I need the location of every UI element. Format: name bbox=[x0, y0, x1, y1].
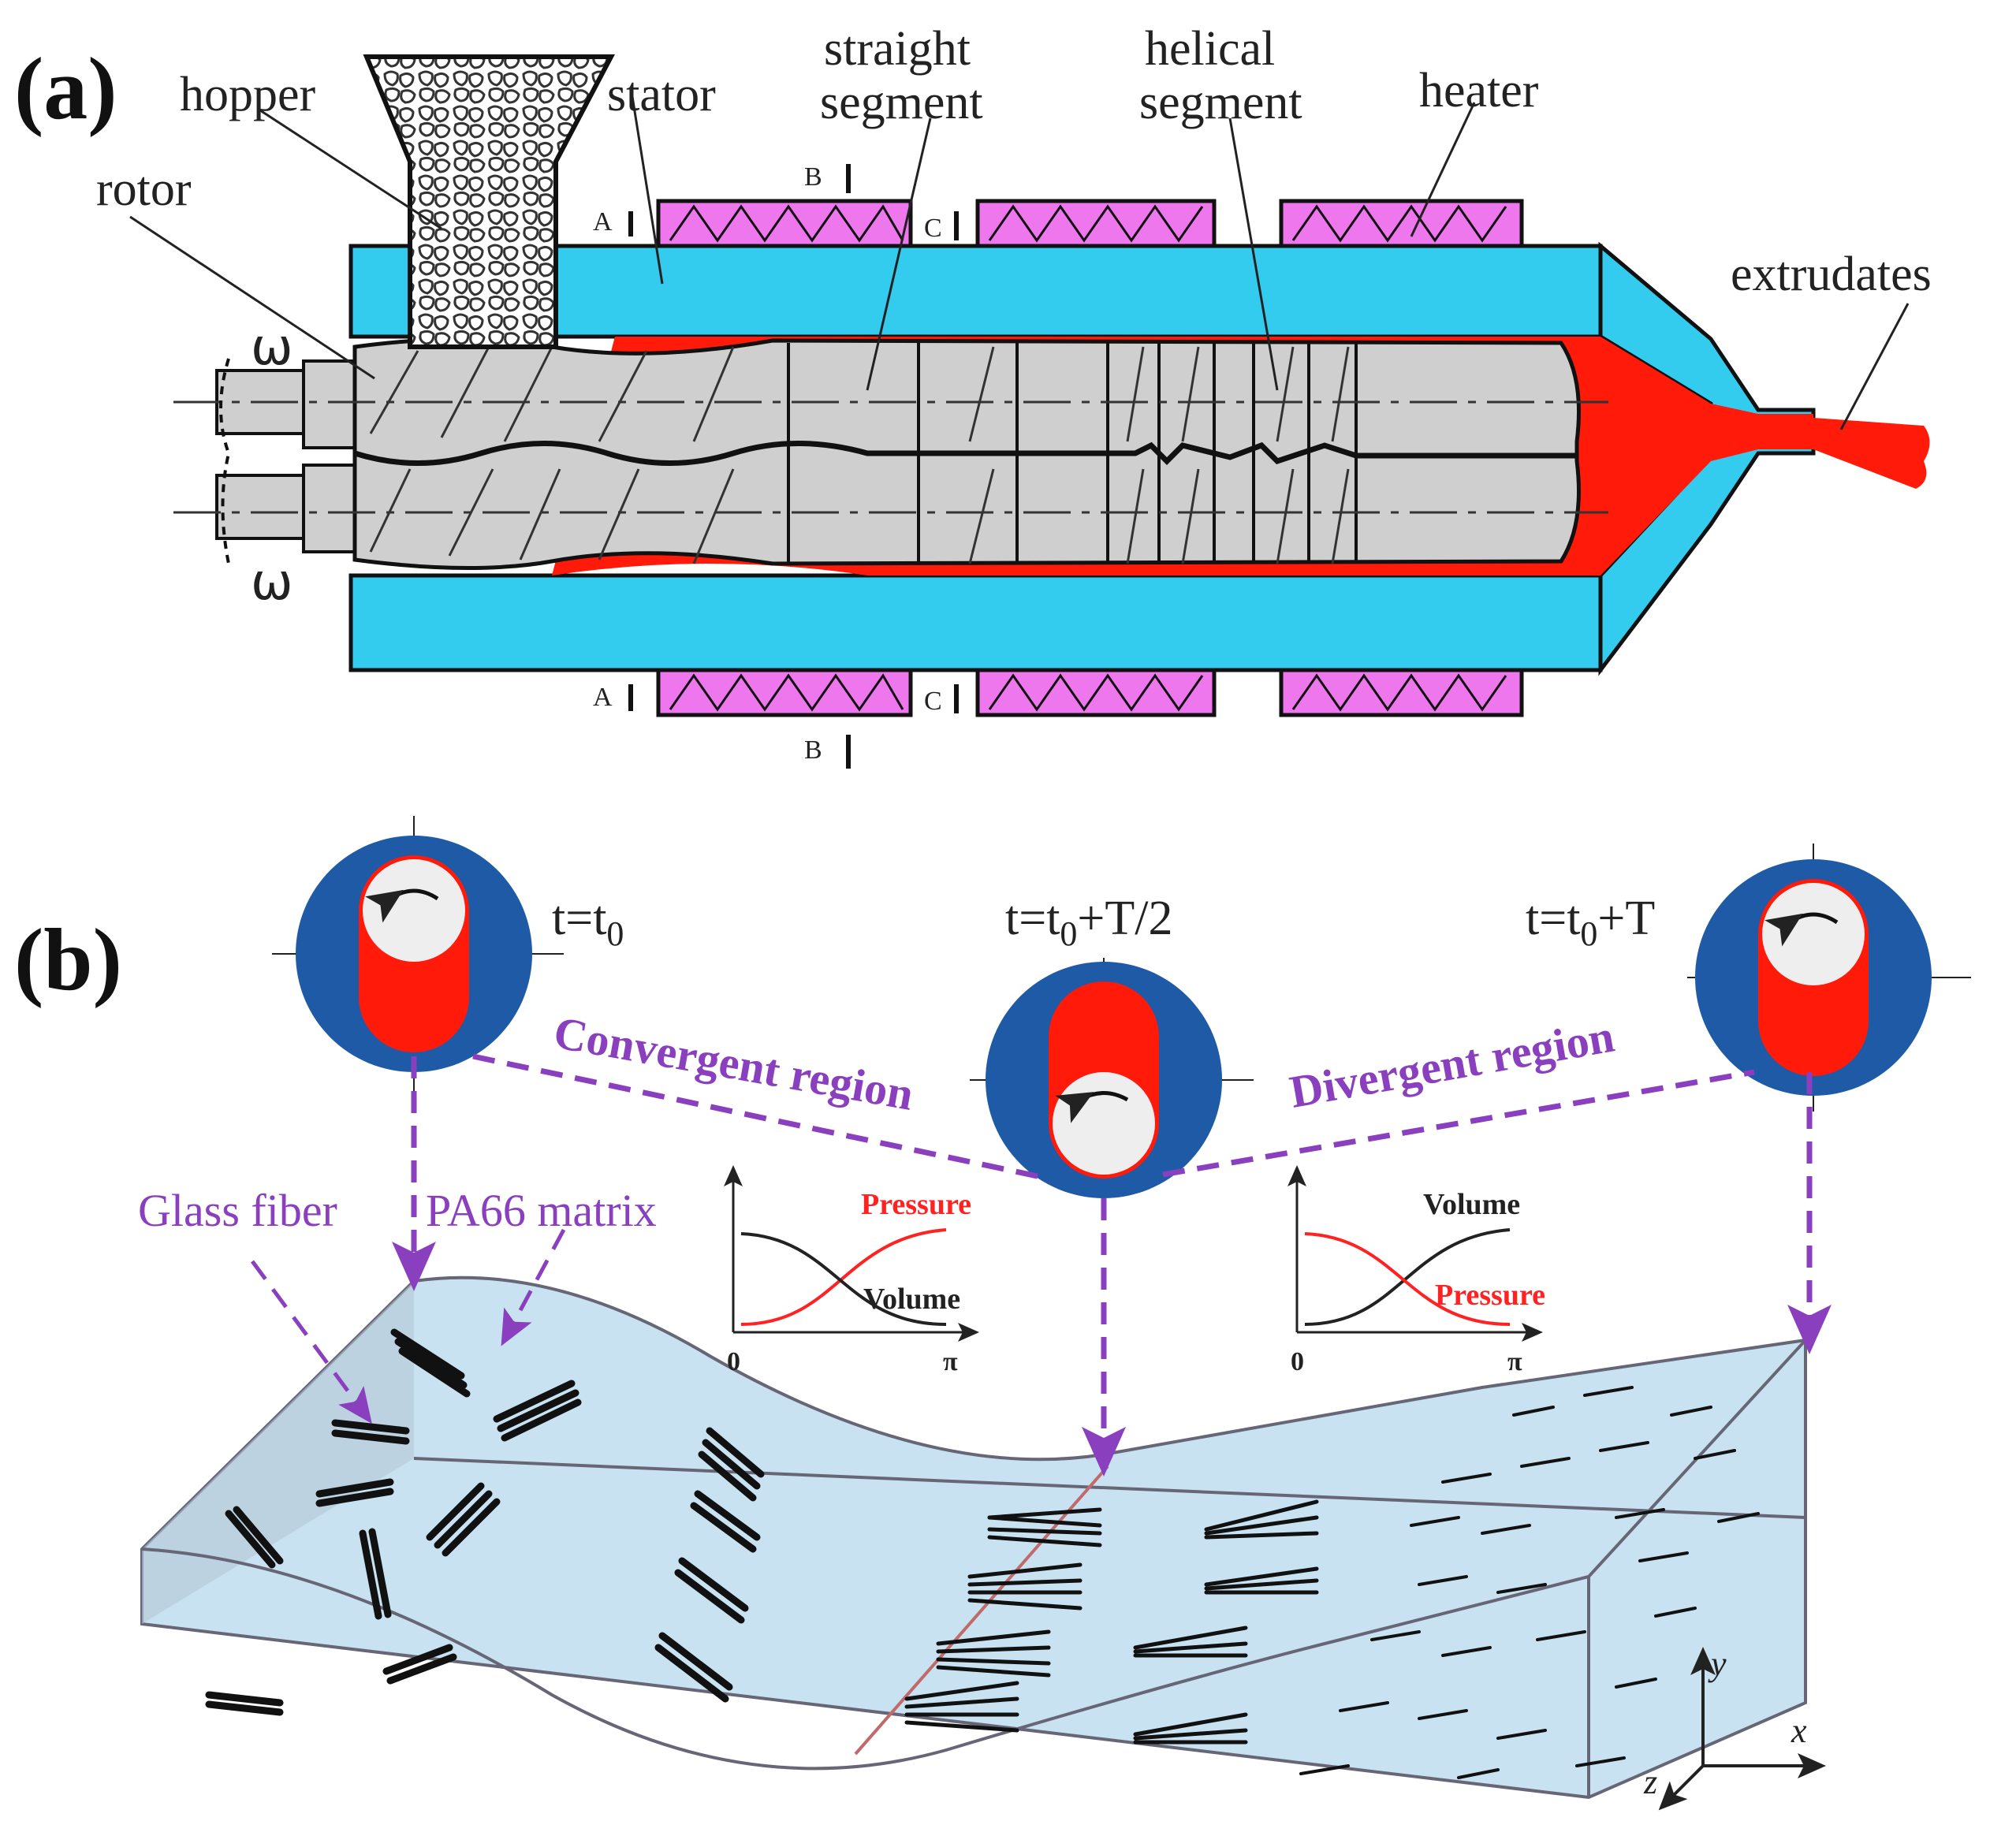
helical-segment-label-line2: segment bbox=[1139, 76, 1302, 129]
hopper-label: hopper bbox=[180, 68, 316, 121]
cross-section-t0 bbox=[272, 816, 564, 1092]
leader-lines bbox=[129, 86, 1910, 430]
svg-text:0: 0 bbox=[727, 1347, 740, 1376]
pressure-curve-right bbox=[1304, 1232, 1511, 1326]
stator-bottom bbox=[348, 573, 1603, 672]
svg-text:A: A bbox=[593, 683, 613, 712]
section-marks: A B C A B C bbox=[593, 162, 959, 769]
straight-segment-label-line1: straight bbox=[824, 22, 971, 76]
time-label-half: t=t0+T/2 bbox=[1005, 892, 1173, 953]
panel-a-label: (a) bbox=[14, 40, 117, 138]
time-label-full: t=t0+T bbox=[1526, 892, 1655, 953]
svg-text:B: B bbox=[804, 162, 822, 192]
axis-z-label: z bbox=[1643, 1763, 1657, 1801]
region-connectors bbox=[250, 1053, 1832, 1477]
svg-text:A: A bbox=[593, 207, 613, 236]
volume-label-left: Volume bbox=[863, 1283, 960, 1316]
rotation-markers: ω ω bbox=[219, 318, 293, 612]
stator-label: stator bbox=[607, 68, 716, 121]
rotor-label: rotor bbox=[96, 162, 192, 216]
svg-text:B: B bbox=[804, 735, 822, 765]
stator-top bbox=[348, 244, 1603, 339]
svg-text:0: 0 bbox=[1291, 1347, 1304, 1376]
hopper bbox=[363, 54, 615, 349]
heater-label: heater bbox=[1419, 64, 1539, 117]
glass-fibers bbox=[205, 1328, 1760, 1779]
cross-section-full-period bbox=[1687, 843, 1971, 1112]
heater-bands bbox=[656, 199, 1524, 717]
cross-section-half-period bbox=[970, 958, 1254, 1198]
panel-b-label: (b) bbox=[14, 911, 122, 1009]
matrix-block bbox=[140, 1275, 1807, 1800]
panel-a: (a) bbox=[14, 22, 1932, 769]
pressure-label-left: Pressure bbox=[861, 1188, 971, 1221]
plot-left: Pressure Volume 0 π bbox=[724, 1165, 979, 1376]
volume-label-right: Volume bbox=[1423, 1188, 1520, 1221]
helical-segment-label-line1: helical bbox=[1145, 22, 1275, 76]
plot-right: Volume Pressure 0 π bbox=[1287, 1165, 1545, 1376]
svg-text:C: C bbox=[924, 687, 942, 716]
convergent-region-label: Convergent region bbox=[550, 1007, 918, 1120]
svg-text:C: C bbox=[924, 214, 942, 243]
omega-top: ω bbox=[251, 318, 293, 377]
pressure-label-right: Pressure bbox=[1435, 1279, 1545, 1312]
volume-curve-left bbox=[740, 1232, 947, 1326]
svg-text:π: π bbox=[1507, 1347, 1522, 1376]
rotor-pair bbox=[173, 337, 1608, 570]
glass-fiber-label: Glass fiber bbox=[138, 1185, 337, 1236]
omega-bottom: ω bbox=[251, 553, 293, 612]
svg-text:π: π bbox=[943, 1347, 958, 1376]
divergent-region-label: Divergent region bbox=[1286, 1011, 1618, 1118]
axis-triad: x y z bbox=[1643, 1644, 1826, 1811]
matrix-label: PA66 matrix bbox=[426, 1185, 657, 1236]
axis-x-label: x bbox=[1791, 1711, 1807, 1750]
straight-segment-label-line2: segment bbox=[820, 76, 983, 129]
extrudate bbox=[1813, 418, 1930, 489]
panel-b: (b) bbox=[14, 816, 1971, 1811]
time-label-t0: t=t0 bbox=[552, 892, 624, 953]
axis-y-label: y bbox=[1708, 1644, 1727, 1683]
extrudates-label: extrudates bbox=[1731, 248, 1932, 301]
